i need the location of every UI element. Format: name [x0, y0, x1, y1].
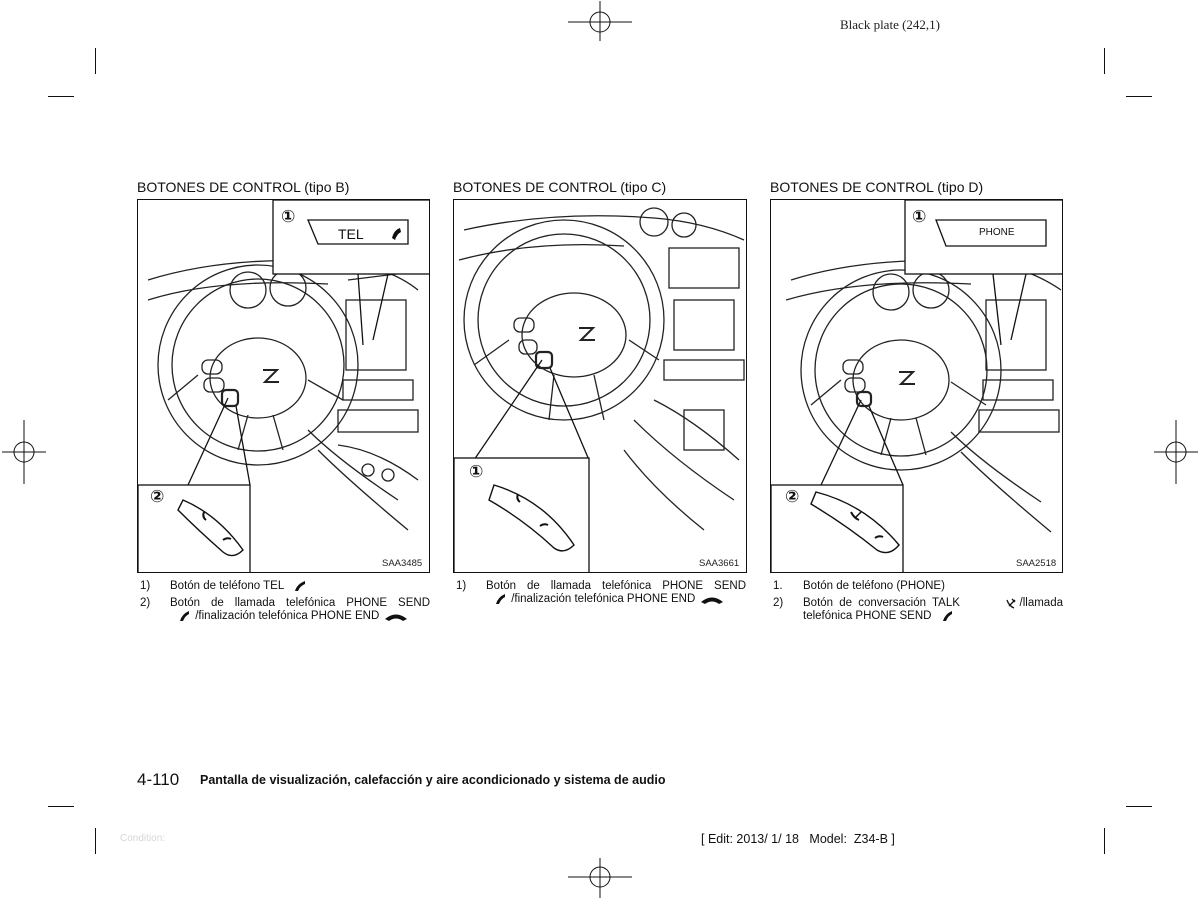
section-title-b: BOTONES DE CONTROL (tipo B)	[137, 179, 350, 195]
section-title-d: BOTONES DE CONTROL (tipo D)	[770, 179, 984, 195]
condition-label: Condition:	[120, 833, 166, 844]
callout-number-bottom: ②	[785, 487, 800, 506]
caption-number: 2)	[773, 597, 784, 609]
callout-number-bottom: ②	[150, 487, 165, 506]
phone-end-icon	[700, 597, 723, 604]
caption-item: 2) Botón de llamada telefónica PHONE SEN…	[140, 597, 430, 623]
crop-mark	[1104, 828, 1105, 854]
caption-list-b: 1) Botón de teléfono TEL 2) Botón de lla…	[140, 580, 430, 623]
caption-item: 1) Botón de teléfono TEL	[140, 580, 430, 593]
phone-send-icon	[295, 581, 306, 591]
page-number: 4-110	[137, 770, 180, 789]
edit-info: [ Edit: 2013/ 1/ 18 Model: Z34-B ]	[701, 832, 895, 846]
registration-mark-bottom	[568, 858, 632, 898]
caption-item: 2) Botón de conversación TALK /llamada t…	[773, 597, 1063, 623]
caption-text: Botón de conversación TALK /llamada tele…	[803, 597, 1063, 623]
crop-mark	[48, 96, 74, 97]
caption-number: 1.	[773, 580, 783, 592]
steering-wheel-illustration	[138, 200, 429, 572]
registration-mark-right	[1154, 420, 1198, 484]
talk-icon	[1005, 598, 1015, 609]
phone-end-icon	[384, 614, 407, 622]
figure-code: SAA3661	[699, 558, 740, 569]
figure-code: SAA3485	[382, 558, 423, 569]
phone-send-icon	[496, 594, 505, 604]
steering-wheel-illustration	[454, 207, 745, 572]
callout-number-top: ①	[912, 207, 927, 226]
phone-send-icon	[942, 611, 952, 622]
crop-mark	[95, 828, 96, 854]
crop-mark	[1126, 96, 1152, 97]
crop-mark	[95, 48, 96, 74]
crop-mark	[48, 806, 74, 807]
callout-number-bottom: ①	[469, 462, 484, 481]
caption-number: 1)	[456, 580, 467, 592]
crop-mark	[1126, 806, 1152, 807]
caption-text: Botón de llamada telefónica PHONE SEND /…	[486, 580, 746, 606]
caption-item: 1. Botón de teléfono (PHONE)	[773, 580, 1063, 593]
tel-button-label: TEL	[338, 226, 364, 242]
section-title-c: BOTONES DE CONTROL (tipo C)	[453, 179, 667, 195]
chapter-title: Pantalla de visualización, calefacción y…	[200, 773, 666, 787]
steering-wheel-illustration	[771, 200, 1062, 572]
registration-mark-left	[2, 420, 46, 484]
phone-send-icon	[180, 611, 189, 622]
caption-item: 1) Botón de llamada telefónica PHONE SEN…	[456, 580, 746, 606]
caption-text: Botón de llamada telefónica PHONE SEND /…	[170, 597, 430, 623]
caption-number: 1)	[140, 580, 151, 592]
crop-mark	[1104, 48, 1105, 74]
registration-mark-top	[568, 1, 632, 41]
caption-list-d: 1. Botón de teléfono (PHONE) 2) Botón de…	[773, 580, 1063, 623]
caption-list-c: 1) Botón de llamada telefónica PHONE SEN…	[456, 580, 746, 606]
illustration-panel-b: ① TEL ② SAA3485	[137, 199, 430, 573]
figure-code: SAA2518	[1016, 558, 1057, 569]
caption-text: Botón de teléfono TEL	[170, 580, 430, 593]
callout-number-top: ①	[281, 207, 296, 226]
caption-number: 2)	[140, 597, 151, 610]
plate-label: Black plate (242,1)	[840, 17, 940, 32]
illustration-panel-c: ① SAA3661	[453, 199, 747, 573]
illustration-panel-d: ① PHONE ② SAA2518	[770, 199, 1063, 573]
caption-text: Botón de teléfono (PHONE)	[803, 580, 945, 592]
phone-button-label: PHONE	[979, 227, 1015, 238]
